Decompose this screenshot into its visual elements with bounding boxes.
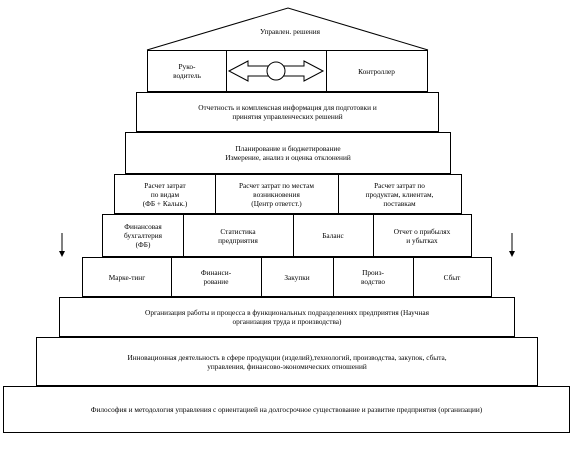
left-arrow-head — [59, 251, 65, 257]
work-organization-block: Организация работы и процесса в функцион… — [59, 297, 515, 337]
enterprise-statistics: Статистика предприятия — [218, 226, 258, 245]
philosophy-block: Философия и методология управления с ори… — [3, 386, 570, 433]
cost-by-product: Расчет затрат по продуктам, клиентам, по… — [365, 180, 434, 208]
innovation-block: Инновационная деятельность в сфере проду… — [36, 337, 538, 386]
cost-by-center: Расчет затрат по местам возникновения (Ц… — [238, 180, 315, 208]
exchange-arrow-cell — [226, 51, 326, 91]
roof-title: Управлен. решения — [259, 27, 320, 36]
financing: Финанси- рование — [200, 268, 232, 286]
accounting-row: Финансовая бухгалтерия (ФБ) Статистика п… — [102, 214, 472, 257]
functions-row: Марке-тинг Финанси- рование Закупки Прои… — [82, 257, 492, 297]
top-row: Руко- водитель Контроллер — [147, 50, 428, 92]
sales: Сбыт — [443, 272, 461, 282]
right-arrow-head — [509, 251, 515, 257]
balance-sheet: Баланс — [322, 231, 344, 240]
purchasing: Закупки — [284, 272, 310, 282]
production: Произ- водство — [360, 268, 386, 286]
financial-accounting: Финансовая бухгалтерия (ФБ) — [123, 222, 162, 249]
double-arrow-icon — [227, 60, 325, 82]
manager-cell: Руко- водитель — [173, 62, 201, 80]
profit-loss: Отчет о прибылях и убытках — [393, 226, 451, 245]
planning-block: Планирование и бюджетирование Измерение,… — [125, 132, 451, 174]
marketing: Марке-тинг — [108, 272, 146, 282]
cost-accounting-row: Расчет затрат по видам (ФБ + Калык.) Рас… — [114, 174, 462, 214]
controller-cell: Контроллер — [358, 66, 395, 76]
cost-by-type: Расчет затрат по видам (ФБ + Калык.) — [142, 180, 188, 208]
roof-outline — [146, 7, 429, 51]
reporting-block: Отчетность и комплексная информация для … — [136, 92, 439, 132]
